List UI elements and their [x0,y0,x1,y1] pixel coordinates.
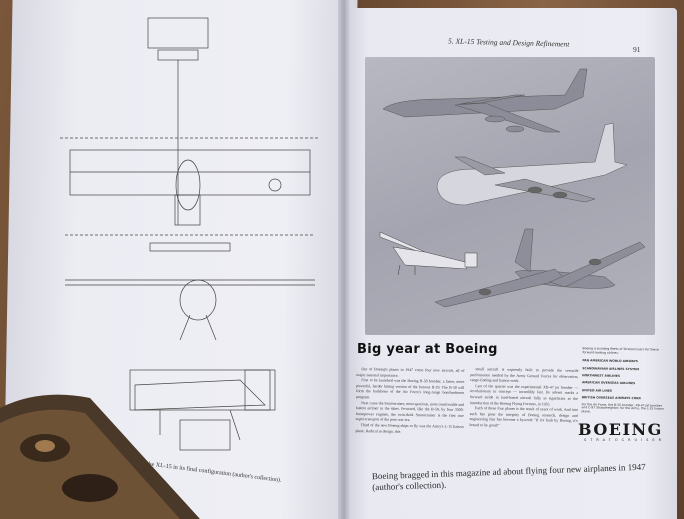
side-view [129,369,276,451]
stratocruiser-wordmark: STRATOCRUISER [584,438,665,442]
three-view-drawing [60,17,320,451]
ad-paragraph: small aircraft is expressly built to pro… [470,367,579,384]
ad-airplanes-photo [365,57,655,335]
bronze-bookweight [0,394,200,519]
l15-liaison-plane [379,231,478,276]
ad-paragraph: First to be launched was the Boeing B-50… [356,378,465,400]
ad-paragraph: Each of these four planes is the result … [469,406,578,428]
top-view [60,17,320,226]
book-spine [338,0,350,519]
ad-footnote: For the Air Force, the B-50 bomber, XB-4… [581,401,664,414]
page-number: 91 [633,45,641,54]
ad-paragraph: Third of the new Boeing ships to fly was… [355,423,464,434]
ad-headline: Big year at Boeing [357,342,498,357]
airlines-list: Boeing is building fleets of Stratocruis… [581,346,668,415]
airline-item: AMERICAN OVERSEAS AIRLINES [581,380,636,386]
ad-body-column-1: Out of Boeing's plants in 1947 come four… [355,367,464,436]
front-view [65,234,315,341]
airline-item: UNITED AIR LINES [581,387,613,393]
airline-item: SCANDINAVIAN AIRLINES SYSTEM [582,365,640,371]
ad-paragraph: Next came the Stratocruiser, most spacio… [355,400,464,423]
airline-item: PAN AMERICAN WORLD AIRWAYS [582,358,638,364]
xb47-jet-bomber [382,68,588,133]
airlines-header: Boeing is building fleets of Stratocruis… [582,346,659,355]
b50-bomber [434,228,646,308]
ad-body-column-2: small aircraft is expressly built to pro… [469,367,578,430]
boeing-logo: BOEING [578,420,663,439]
airline-item: NORTHWEST AIRLINES [582,373,621,378]
stratocruiser [436,122,628,206]
ad-paragraph: Last of the quartet was the experimental… [469,383,579,407]
airline-item: BRITISH OVERSEAS AIRWAYS CORP. [581,395,642,401]
